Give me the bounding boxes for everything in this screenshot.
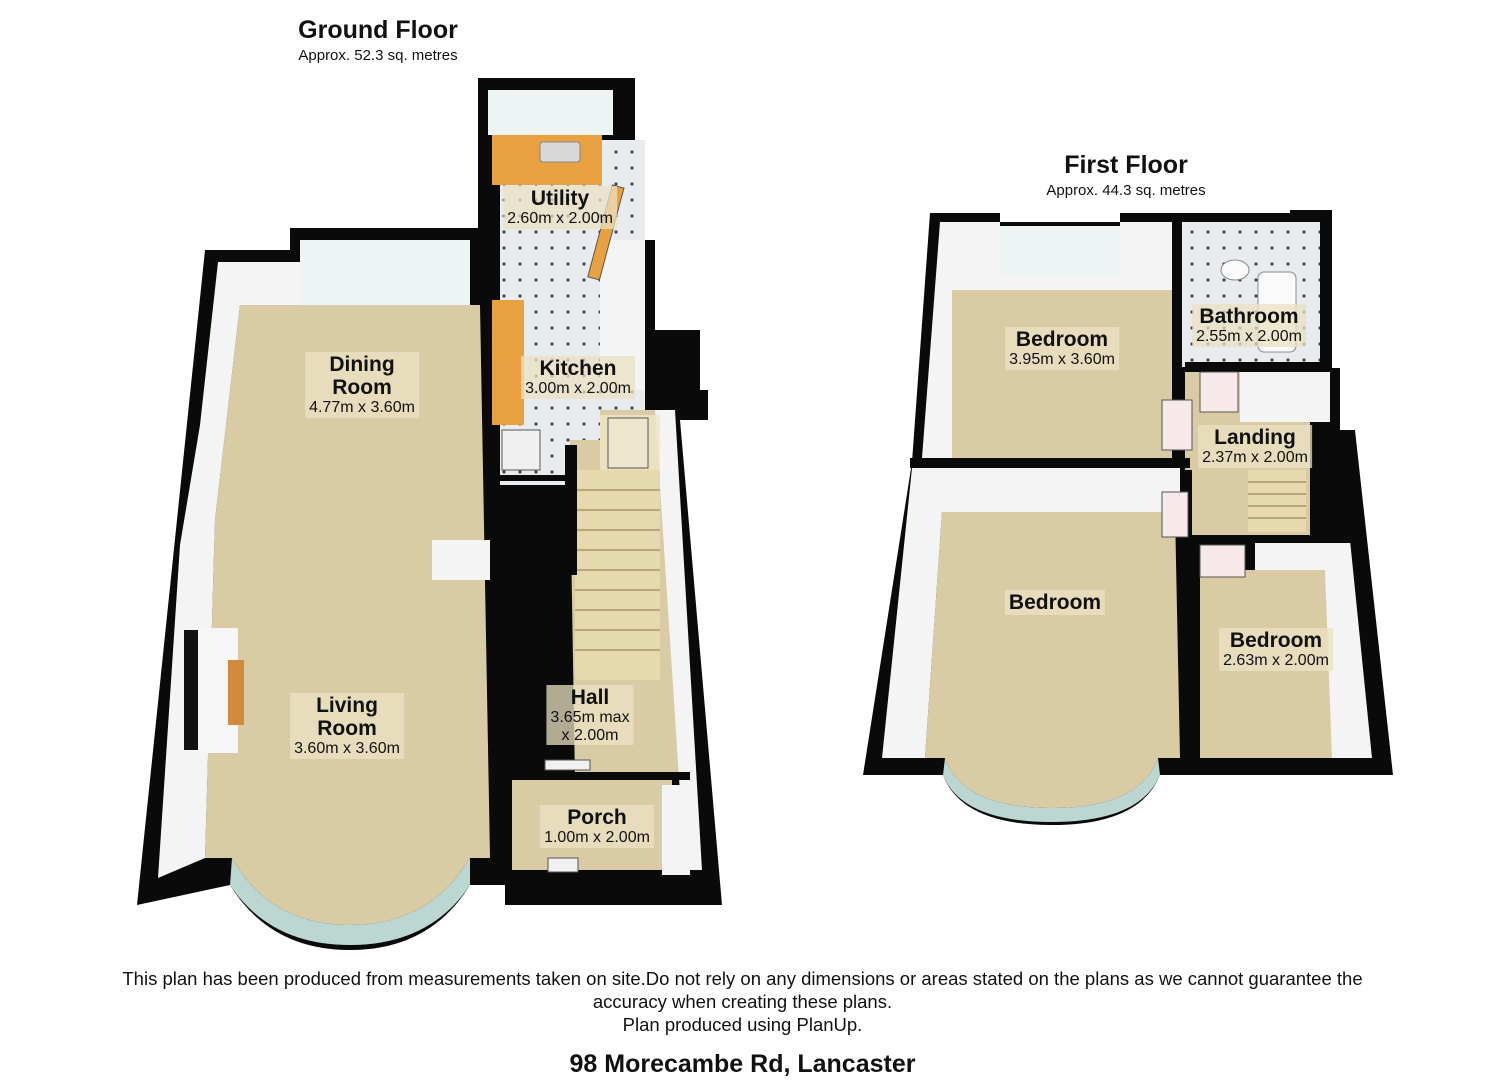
- bathroom-bedroom-wall: [1172, 218, 1182, 463]
- dining-room-name-1: Dining: [329, 353, 395, 376]
- porch-right-wall-face: [662, 785, 690, 875]
- room-label-dining-room: Dining Room 4.77m x 3.60m: [305, 352, 419, 418]
- disclaimer-line-1: This plan has been produced from measure…: [122, 968, 1363, 989]
- room-label-bathroom: Bathroom 2.55m x 2.00m: [1192, 304, 1306, 347]
- porch-divider: [505, 772, 690, 780]
- room-label-landing: Landing 2.37m x 2.00m: [1198, 425, 1312, 468]
- room-label-kitchen: Kitchen 3.00m x 2.00m: [521, 356, 635, 399]
- hearth: [228, 660, 244, 725]
- bedroom-top-window: [1000, 226, 1120, 276]
- bedroom-small-dims: 2.63m x 2.00m: [1223, 652, 1329, 670]
- hall-dims-1: 3.65m max: [550, 709, 630, 727]
- ground-floor-title: Ground Floor: [298, 16, 458, 44]
- bedroom-landing-wall: [1182, 470, 1192, 768]
- kitchen-name: Kitchen: [539, 357, 617, 380]
- utility-dims: 2.60m x 2.00m: [507, 210, 613, 228]
- landing-dims: 2.37m x 2.00m: [1202, 449, 1308, 467]
- disclaimer-line-2: accuracy when creating these plans.: [592, 991, 893, 1012]
- bedroom-top-name: Bedroom: [1015, 328, 1109, 351]
- living-room-name-1: Living: [316, 694, 378, 717]
- first-floor-plan: [863, 210, 1393, 825]
- porch-name: Porch: [567, 806, 627, 829]
- living-room-name-2: Room: [317, 717, 377, 741]
- kitchen-dims: 3.00m x 2.00m: [525, 380, 631, 398]
- utility-back-wall-face: [488, 90, 613, 135]
- room-label-bedroom-large: Bedroom: [1004, 590, 1106, 616]
- bedroom-top-wall-face: [922, 222, 1175, 458]
- room-label-porch: Porch 1.00m x 2.00m: [540, 805, 654, 848]
- ground-floor-plan: [137, 78, 722, 950]
- living-hall-wall: [490, 548, 500, 878]
- landing-small-bedroom-wall: [1192, 535, 1352, 543]
- disclaimer: This plan has been produced from measure…: [0, 967, 1485, 1036]
- bay-window-glass: [230, 858, 470, 945]
- bedroom-top-floor: [952, 290, 1172, 458]
- first-floor-area: Approx. 44.3 sq. metres: [1046, 182, 1206, 199]
- bedroom-divider-wall: [910, 458, 1190, 468]
- ground-floor-area: Approx. 52.3 sq. metres: [298, 47, 458, 64]
- kitchen-door: [501, 429, 541, 471]
- bedroom-large-floor: [925, 512, 1180, 808]
- bedroom-large-name: Bedroom: [1008, 591, 1102, 614]
- bedroom-top-dims: 3.95m x 3.60m: [1009, 351, 1115, 369]
- landing-wall-face: [1240, 372, 1330, 422]
- dining-room-dims: 4.77m x 3.60m: [309, 399, 415, 417]
- bedroom-small-door: [1199, 544, 1246, 578]
- porch-front-door: [547, 857, 579, 873]
- dining-room-name-2: Room: [332, 376, 392, 400]
- property-address: 98 Morecambe Rd, Lancaster: [569, 1050, 916, 1078]
- room-label-utility: Utility 2.60m x 2.00m: [503, 186, 617, 229]
- room-label-hall: Hall 3.65m max x 2.00m: [546, 685, 634, 746]
- hall-right-wall-face: [655, 410, 702, 870]
- chimney-dark: [184, 630, 198, 750]
- utility-name: Utility: [530, 187, 590, 210]
- utility-sink: [539, 141, 581, 163]
- bathroom-door: [1199, 371, 1239, 413]
- living-dining-floor: [205, 305, 490, 925]
- living-room-dims: 3.60m x 3.60m: [294, 740, 400, 758]
- bedroom-large-door: [1161, 491, 1189, 538]
- hall-stair-door: [607, 417, 649, 469]
- bathroom-landing-wall: [1185, 362, 1330, 370]
- bedroom-small-name: Bedroom: [1229, 629, 1323, 652]
- hall-door: [544, 759, 591, 771]
- bedroom-large-wall-face: [882, 468, 1180, 758]
- first-floor-heading: First Floor Approx. 44.3 sq. metres: [976, 151, 1276, 199]
- bathroom-name: Bathroom: [1199, 305, 1299, 328]
- first-floor-title: First Floor: [1064, 151, 1188, 179]
- bedroom-bay-glass: [943, 758, 1160, 822]
- landing-staircase: [1248, 470, 1306, 532]
- room-label-bedroom-top: Bedroom 3.95m x 3.60m: [1005, 327, 1119, 370]
- stair-wall: [565, 445, 577, 575]
- bedroom-top-door: [1161, 399, 1193, 451]
- partition-return: [432, 540, 490, 580]
- room-label-bedroom-small: Bedroom 2.63m x 2.00m: [1219, 628, 1333, 671]
- hall-dims-2: x 2.00m: [561, 726, 619, 744]
- landing-name: Landing: [1214, 426, 1296, 449]
- porch-dims: 1.00m x 2.00m: [544, 829, 650, 847]
- room-label-living-room: Living Room 3.60m x 3.60m: [290, 693, 404, 759]
- kitchen-counter: [492, 300, 524, 425]
- kitchen-hall-wall: [500, 475, 565, 481]
- ground-floor-heading: Ground Floor Approx. 52.3 sq. metres: [228, 16, 528, 64]
- disclaimer-line-3: Plan produced using PlanUp.: [622, 1014, 863, 1035]
- hall-name: Hall: [570, 686, 610, 709]
- bedroom-small-wall-face: [1255, 540, 1372, 758]
- basin: [1220, 259, 1250, 281]
- dining-back-wall-face: [300, 240, 470, 305]
- bathroom-dims: 2.55m x 2.00m: [1196, 328, 1302, 346]
